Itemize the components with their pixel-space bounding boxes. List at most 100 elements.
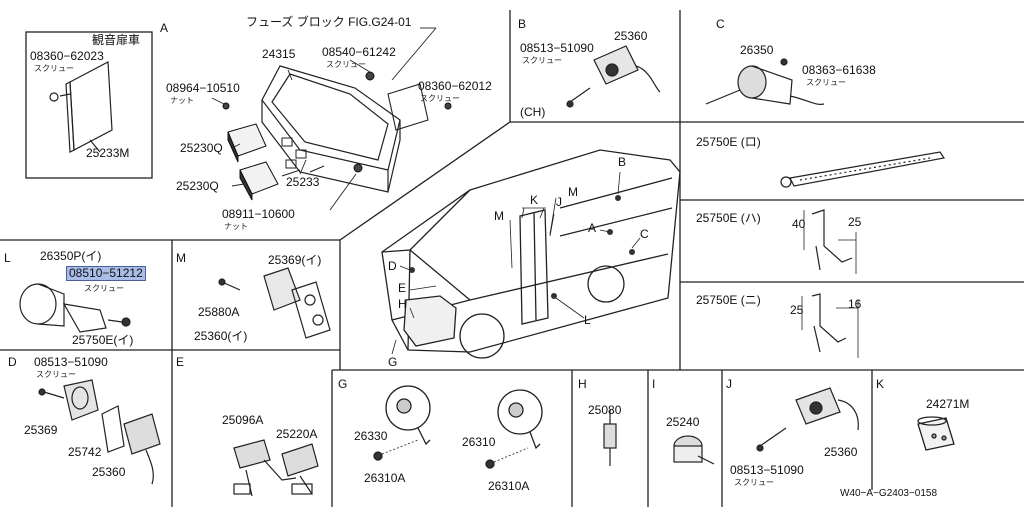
- part-08964-10510[interactable]: 08964−10510: [166, 81, 240, 95]
- part-26310a-right[interactable]: 26310A: [488, 479, 530, 493]
- switch-parts-m: [218, 267, 331, 339]
- part-25750e-ni[interactable]: 25750E (ニ): [696, 293, 761, 307]
- bracket-25750e-ha: [803, 209, 857, 274]
- part-25360-i[interactable]: 25360(イ): [194, 329, 248, 343]
- drawing-code: W40−A−G2403−0158: [840, 488, 938, 499]
- switch-25360-b: [566, 45, 661, 108]
- part-25360-d[interactable]: 25360: [92, 465, 126, 479]
- part-08540-61242[interactable]: 08540−61242: [322, 45, 396, 59]
- screws-section-a: [222, 71, 452, 173]
- screw-note: スクリュー: [84, 284, 124, 293]
- bus-callout-e: E: [398, 281, 407, 295]
- horn-26310: [485, 389, 543, 469]
- dim-ha-40: 40: [792, 217, 806, 231]
- part-25230q-upper[interactable]: 25230Q: [180, 141, 223, 155]
- switch-25360-j: [756, 387, 859, 452]
- part-24315[interactable]: 24315: [262, 47, 296, 61]
- relay-25240: [673, 435, 715, 465]
- bus-markers: [409, 195, 635, 299]
- part-26350p[interactable]: 26350P(イ): [40, 249, 102, 263]
- part-08513-51090-b[interactable]: 08513−51090: [520, 41, 594, 55]
- relay-25230q-upper: [227, 123, 267, 163]
- switch-parts-d: [38, 379, 161, 485]
- screw-note: スクリュー: [806, 78, 846, 87]
- horn-26330: [373, 385, 431, 461]
- part-08513-51090-j[interactable]: 08513−51090: [730, 463, 804, 477]
- part-25880a[interactable]: 25880A: [198, 305, 240, 319]
- buzzer-26350p-l: [19, 283, 131, 333]
- bus-callout-m-right: M: [568, 185, 578, 199]
- fuse-block-title: フューズ ブロック FIG.G24-01: [246, 15, 412, 29]
- part-25220a[interactable]: 25220A: [276, 427, 318, 441]
- fuse-24271m: [917, 416, 955, 451]
- leaders-section-a: [211, 27, 437, 211]
- section-label-d: D: [8, 355, 17, 369]
- harness-e: [233, 439, 319, 497]
- bus-callout-k: K: [530, 193, 539, 207]
- part-25750e-i[interactable]: 25750E(イ): [72, 333, 134, 347]
- bus-callout-a: A: [588, 221, 597, 235]
- part-24271m[interactable]: 24271M: [926, 397, 970, 411]
- screw-note: スクリュー: [734, 478, 774, 487]
- part-25230q-lower[interactable]: 25230Q: [176, 179, 219, 193]
- bus-illustration: [381, 149, 681, 359]
- screw-note: スクリュー: [420, 94, 460, 103]
- part-26330[interactable]: 26330: [354, 429, 388, 443]
- part-25742[interactable]: 25742: [68, 445, 102, 459]
- part-08360-62012[interactable]: 08360−62012: [418, 79, 492, 93]
- section-label-i: I: [652, 377, 656, 391]
- part-08363-61638[interactable]: 08363−61638: [802, 63, 876, 77]
- part-25080[interactable]: 25080: [588, 403, 622, 417]
- section-label-h: H: [578, 377, 587, 391]
- part-25369-i[interactable]: 25369(イ): [268, 253, 322, 267]
- part-08360-62023[interactable]: 08360−62023: [30, 49, 104, 63]
- fuse-block-24315: [261, 65, 401, 193]
- section-label-l: L: [4, 251, 11, 265]
- dim-ha-25: 25: [848, 215, 862, 229]
- dim-ni-16: 16: [848, 297, 862, 311]
- bracket-25750e-ni: [801, 293, 859, 358]
- part-25096a[interactable]: 25096A: [222, 413, 264, 427]
- bus-callout-d: D: [388, 259, 397, 273]
- bus-callout-m-left: M: [494, 209, 504, 223]
- buzzer-26350-c: [705, 58, 825, 105]
- strap-25750e-ro: [780, 151, 946, 188]
- screw-note: スクリュー: [34, 64, 74, 73]
- switch-25080: [603, 410, 617, 466]
- bus-callout-g: G: [388, 355, 398, 369]
- part-25750e-ro[interactable]: 25750E (ロ): [696, 135, 761, 149]
- part-25369[interactable]: 25369: [24, 423, 58, 437]
- section-label-e: E: [176, 355, 185, 369]
- bus-callout-b: B: [618, 155, 627, 169]
- plate-08360-62012: [387, 83, 429, 131]
- screw-note: スクリュー: [326, 60, 366, 69]
- part-25750e-ha[interactable]: 25750E (ハ): [696, 211, 761, 225]
- bus-callout-c: C: [640, 227, 649, 241]
- part-25240[interactable]: 25240: [666, 415, 700, 429]
- part-25233[interactable]: 25233: [286, 175, 320, 189]
- part-26350[interactable]: 26350: [740, 43, 774, 57]
- bus-callout-h: H: [398, 297, 407, 311]
- screw-note: スクリュー: [522, 56, 562, 65]
- part-08510-51212-highlighted[interactable]: 08510−51212: [66, 266, 146, 281]
- part-08513-51090-d[interactable]: 08513−51090: [34, 355, 108, 369]
- section-label-g: G: [338, 377, 348, 391]
- bus-callout-l: L: [584, 313, 591, 327]
- part-26310a-left[interactable]: 26310A: [364, 471, 406, 485]
- nut-note: ナット: [170, 96, 194, 105]
- bus-leaders: [391, 171, 641, 355]
- part-26310[interactable]: 26310: [462, 435, 496, 449]
- section-label-b: B: [518, 17, 527, 31]
- divider-diag-a: [339, 121, 511, 241]
- part-25360-b[interactable]: 25360: [614, 29, 648, 43]
- section-label-a: A: [160, 21, 169, 35]
- part-25233m[interactable]: 25233M: [86, 146, 130, 160]
- screw-note: スクリュー: [36, 370, 76, 379]
- bus-callout-j: J: [556, 195, 562, 209]
- part-08911-10600[interactable]: 08911−10600: [222, 207, 295, 221]
- inset-title: 観音扉車: [92, 33, 141, 47]
- part-25360-j[interactable]: 25360: [824, 445, 858, 459]
- plate-25233m: [49, 61, 113, 153]
- section-label-k: K: [876, 377, 885, 391]
